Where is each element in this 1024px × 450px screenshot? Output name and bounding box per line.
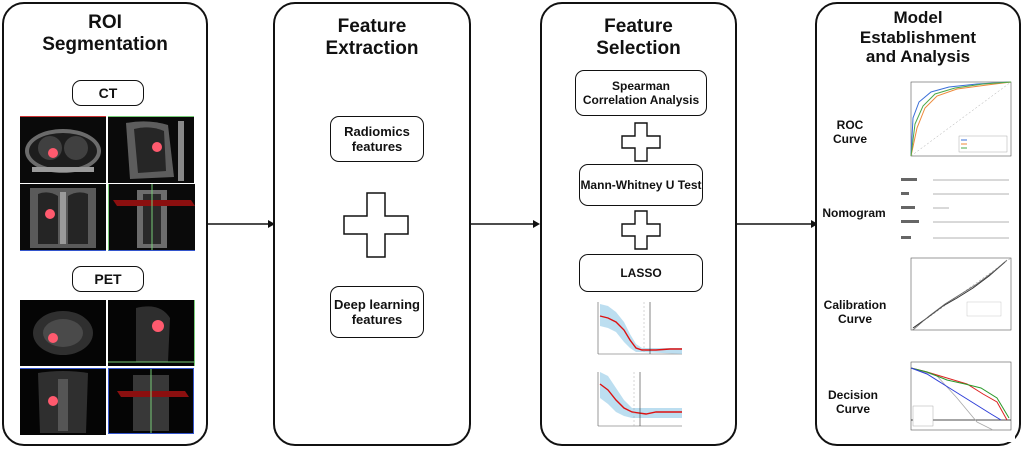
- lasso-label: LASSO: [620, 266, 662, 280]
- pet-sagittal-image: [108, 300, 195, 366]
- spearman-box: Spearman Correlation Analysis: [575, 70, 707, 116]
- panel-title: ROI Segmentation: [4, 12, 206, 56]
- title-line: Model: [893, 8, 943, 27]
- panel-model-analysis: Model Establishment and Analysis ROC Cur…: [815, 2, 1021, 446]
- title-line: Selection: [596, 37, 681, 59]
- deep-learning-features-box: Deep learning features: [330, 286, 424, 338]
- radiomics-features-label: Radiomics features: [344, 124, 410, 154]
- roc-curve-label: ROC Curve: [832, 118, 867, 147]
- ct-3d-image: [108, 184, 195, 251]
- ct-coronal-image: [20, 184, 106, 251]
- title-line: Extraction: [325, 37, 419, 59]
- nomogram-label: Nomogram: [822, 206, 886, 220]
- panel-title: Feature Selection: [542, 16, 735, 60]
- panel-roi-segmentation: ROI Segmentation CT: [2, 2, 208, 446]
- pet-sagittal-drawing: [108, 306, 194, 363]
- arrow-roi-to-extraction: [208, 220, 275, 228]
- pet-coronal-image: [20, 368, 106, 435]
- radiomics-features-box: Radiomics features: [330, 116, 424, 162]
- plus-icon: [621, 122, 661, 162]
- title-line: Establishment: [859, 27, 977, 47]
- lasso-coefficient-plot: [586, 368, 686, 434]
- mann-whitney-label: Mann-Whitney U Test: [580, 178, 702, 192]
- title-line: and Analysis: [865, 47, 971, 67]
- lasso-cv-plot: [586, 298, 686, 362]
- title-line: Segmentation: [42, 33, 168, 55]
- pet-label: PET: [94, 271, 122, 287]
- panel-feature-selection: Feature Selection Spearman Correlation A…: [540, 2, 737, 446]
- pet-coronal-drawing: [38, 371, 88, 433]
- arrow-extraction-to-selection: [471, 220, 540, 228]
- arrow-selection-to-model: [737, 220, 818, 228]
- calibration-curve-label: Calibration Curve: [823, 298, 887, 327]
- pet-axial-drawing: [33, 311, 93, 355]
- ct-sagittal-drawing: [126, 121, 184, 181]
- pet-axial-image: [20, 300, 106, 366]
- title-line: Feature: [604, 16, 673, 37]
- calibration-curve-chart: [897, 254, 1015, 346]
- ct-label: CT: [98, 85, 118, 101]
- plus-icon: [343, 192, 409, 258]
- ct-axial-image: [20, 116, 106, 183]
- ct-3d-drawing: [113, 184, 195, 250]
- nomogram-chart: [897, 172, 1015, 250]
- roc-curve-chart: [897, 78, 1015, 166]
- panel-feature-extraction: Feature Extraction Radiomics features De…: [273, 2, 471, 446]
- ct-sagittal-image: [108, 116, 194, 183]
- decision-curve-label: Decision Curve: [827, 388, 878, 417]
- spearman-label: Spearman Correlation Analysis: [582, 79, 700, 107]
- pet-3d-image: [108, 368, 194, 434]
- lasso-box: LASSO: [579, 254, 703, 292]
- pet-label-box: PET: [72, 266, 144, 292]
- ct-coronal-drawing: [30, 188, 96, 248]
- pet-3d-drawing: [117, 369, 189, 433]
- title-line: Feature: [337, 16, 407, 37]
- panel-title: Model Establishment and Analysis: [817, 8, 1019, 67]
- decision-curve-chart: [897, 358, 1015, 442]
- ct-label-box: CT: [72, 80, 144, 106]
- ct-axial-drawing: [25, 129, 101, 173]
- deep-learning-features-label: Deep learning features: [334, 297, 420, 327]
- plus-icon: [621, 210, 661, 250]
- panel-title: Feature Extraction: [275, 16, 469, 60]
- title-line: ROI: [88, 12, 122, 33]
- mann-whitney-box: Mann-Whitney U Test: [579, 164, 703, 206]
